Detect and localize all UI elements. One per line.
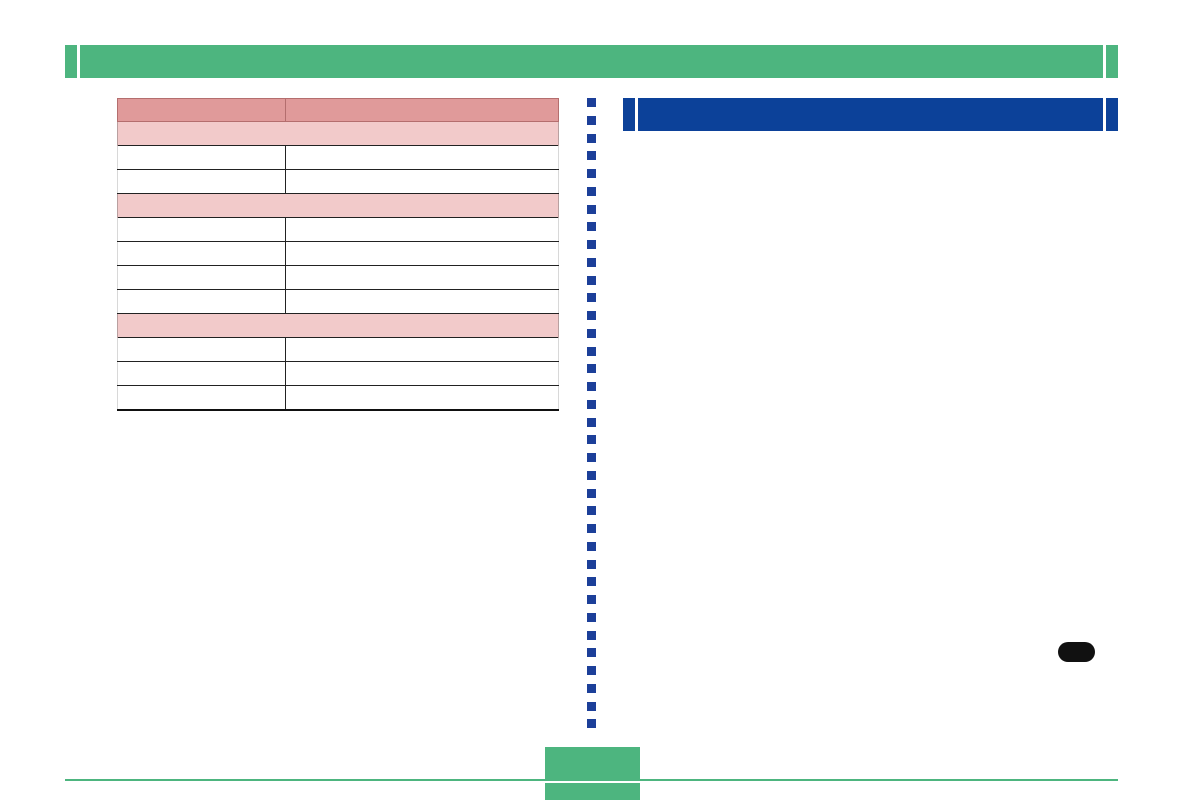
table-section-label (117, 313, 559, 338)
table-cell (285, 289, 559, 314)
table-section-row (117, 313, 559, 338)
table-header-row (117, 98, 559, 122)
divider-dot (587, 595, 596, 604)
page-tab-lower (545, 783, 640, 800)
table-row (117, 385, 559, 411)
divider-dot (587, 719, 596, 728)
divider-dot (587, 684, 596, 693)
table-cell (117, 289, 286, 314)
divider-dot (587, 151, 596, 160)
divider-dot (587, 418, 596, 427)
divider-dot (587, 134, 596, 143)
table-row (117, 217, 559, 242)
divider-dot (587, 613, 596, 622)
table-cell (117, 361, 286, 386)
table-section-label (117, 193, 559, 218)
table-cell (285, 385, 559, 411)
header-band-divider-right (1103, 45, 1106, 78)
section-heading-bar (623, 98, 1118, 131)
table-section-row (117, 193, 559, 218)
divider-dot (587, 311, 596, 320)
header-band-divider-left (77, 45, 80, 78)
page-number-tab[interactable] (545, 747, 640, 779)
table-cell (285, 265, 559, 290)
table-row (117, 241, 559, 266)
table-cell (285, 169, 559, 194)
divider-dot (587, 506, 596, 515)
divider-dot (587, 542, 596, 551)
table-row (117, 289, 559, 314)
column-divider (587, 98, 596, 738)
table-cell (285, 217, 559, 242)
divider-dot (587, 489, 596, 498)
table-row (117, 169, 559, 194)
table-row (117, 361, 559, 386)
table-cell (117, 385, 286, 411)
table-cell (117, 241, 286, 266)
divider-dot (587, 631, 596, 640)
pill-badge (1058, 642, 1095, 662)
divider-dot (587, 116, 596, 125)
spec-table (117, 98, 559, 411)
divider-dot (587, 560, 596, 569)
table-section-row (117, 121, 559, 146)
table-cell (117, 265, 286, 290)
divider-dot (587, 222, 596, 231)
footer-rule (65, 779, 1118, 781)
table-cell (117, 145, 286, 170)
table-row (117, 145, 559, 170)
table-cell (285, 241, 559, 266)
table-cell (117, 337, 286, 362)
divider-dot (587, 400, 596, 409)
table-cell (117, 217, 286, 242)
table-cell (285, 337, 559, 362)
table-cell (117, 169, 286, 194)
divider-dot (587, 347, 596, 356)
divider-dot (587, 169, 596, 178)
divider-dot (587, 666, 596, 675)
table-header-col-2 (285, 98, 559, 122)
divider-dot (587, 364, 596, 373)
divider-dot (587, 98, 596, 107)
divider-dot (587, 702, 596, 711)
divider-dot (587, 453, 596, 462)
divider-dot (587, 435, 596, 444)
divider-dot (587, 648, 596, 657)
divider-dot (587, 329, 596, 338)
table-header-col-1 (117, 98, 286, 122)
table-cell (285, 361, 559, 386)
table-cell (285, 145, 559, 170)
top-header-band (65, 45, 1118, 78)
table-section-label (117, 121, 559, 146)
divider-dot (587, 293, 596, 302)
heading-bar-divider-left (635, 98, 638, 131)
divider-dot (587, 382, 596, 391)
table-row (117, 337, 559, 362)
heading-bar-divider-right (1103, 98, 1106, 131)
spec-table-container (117, 98, 559, 411)
divider-dot (587, 577, 596, 586)
divider-dot (587, 258, 596, 267)
divider-dot (587, 187, 596, 196)
table-row (117, 265, 559, 290)
divider-dot (587, 240, 596, 249)
divider-dot (587, 471, 596, 480)
divider-dot (587, 524, 596, 533)
divider-dot (587, 276, 596, 285)
divider-dot (587, 205, 596, 214)
